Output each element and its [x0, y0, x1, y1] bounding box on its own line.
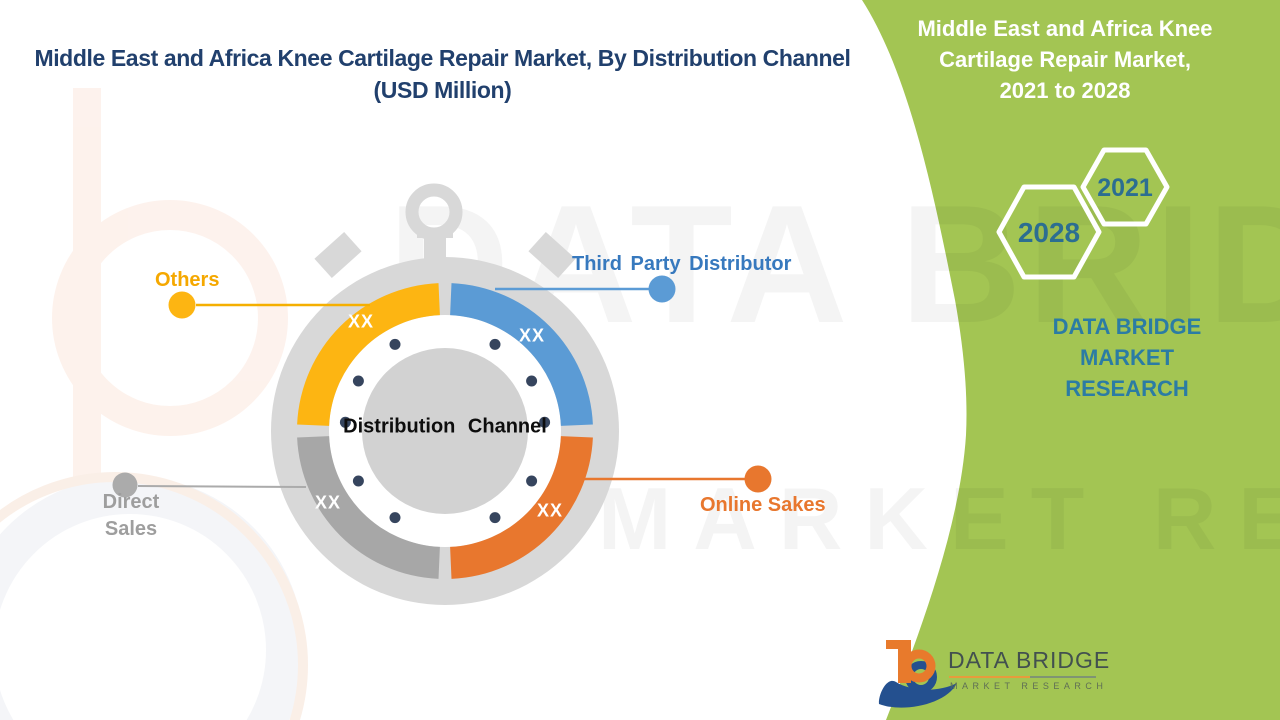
segment-value-online-sakes: XX: [536, 500, 564, 521]
year-badge-2021: 2021: [1097, 174, 1153, 202]
side-panel-title-line1: Middle East and Africa Knee: [917, 16, 1213, 41]
page-title-line1: Middle East and Africa Knee Cartilage Re…: [34, 45, 851, 71]
leader-dot-others: [168, 291, 196, 319]
brand-name-line1: DATA BRIDGE MARKET: [1052, 314, 1202, 370]
segment-value-others: XX: [347, 311, 375, 332]
segment-value-direct-sales: XX: [314, 492, 342, 513]
segment-others: [297, 283, 440, 426]
green-side-panel: [862, 0, 1280, 720]
watermark-b-bowl: [52, 200, 288, 436]
year-badge-2028: 2028: [1017, 217, 1081, 248]
segment-label-others: Others: [155, 269, 220, 291]
leader-dot-third-party: [648, 275, 676, 303]
segment-value-third-party-distributor: XX: [518, 325, 546, 346]
brand-name-line2: RESEARCH: [1065, 376, 1189, 401]
segment-third-party-distributor: [450, 283, 593, 426]
donut-center-label: Distribution Channel: [343, 415, 547, 438]
hexagon-2021: [1080, 147, 1170, 227]
stopwatch-crown-ring: [405, 183, 463, 241]
segment-online-sakes: [450, 436, 593, 579]
leader-line-direct-sales: [137, 485, 307, 488]
stopwatch-right-button: [528, 231, 576, 279]
logo-navy-swoosh: [878, 680, 957, 708]
segment-direct-sales: [297, 436, 440, 579]
segment-label-direct-sales: Direct Sales: [102, 491, 160, 540]
page-title: Middle East and Africa Knee Cartilage Re…: [0, 42, 885, 106]
watermark-b-stem: [73, 88, 101, 488]
side-panel-title-line3: 2021 to 2028: [999, 78, 1131, 103]
watermark-swoosh-accent: [0, 472, 308, 720]
databridge-logo-subtitle: MARKET RESEARCH: [950, 681, 1108, 691]
side-panel-title: Middle East and Africa Knee Cartilage Re…: [900, 13, 1230, 106]
logo-orange-bowl: [902, 649, 936, 683]
stopwatch-center-face: [362, 348, 528, 514]
side-panel-title-line2: Cartilage Repair Market,: [939, 47, 1191, 72]
segment-label-third-party-distributor: Third Party Distributor: [572, 253, 792, 275]
leader-dot-direct-sales: [112, 472, 138, 498]
databridge-logo-title: DATA BRIDGE: [948, 647, 1111, 673]
leader-dot-online-sakes: [744, 465, 772, 493]
hexagon-2028: [996, 184, 1102, 280]
stopwatch-left-button: [314, 231, 362, 279]
page-title-line2: (USD Million): [373, 77, 512, 103]
year-hexagons: [996, 147, 1170, 280]
databridge-logo-glyph: [878, 640, 957, 708]
brand-name-text: DATA BRIDGE MARKET RESEARCH: [1003, 311, 1251, 404]
databridge-logo-divider: [949, 676, 1096, 678]
clock-dots: [339, 338, 551, 524]
segment-label-online-sakes: Online Sakes: [700, 494, 826, 516]
